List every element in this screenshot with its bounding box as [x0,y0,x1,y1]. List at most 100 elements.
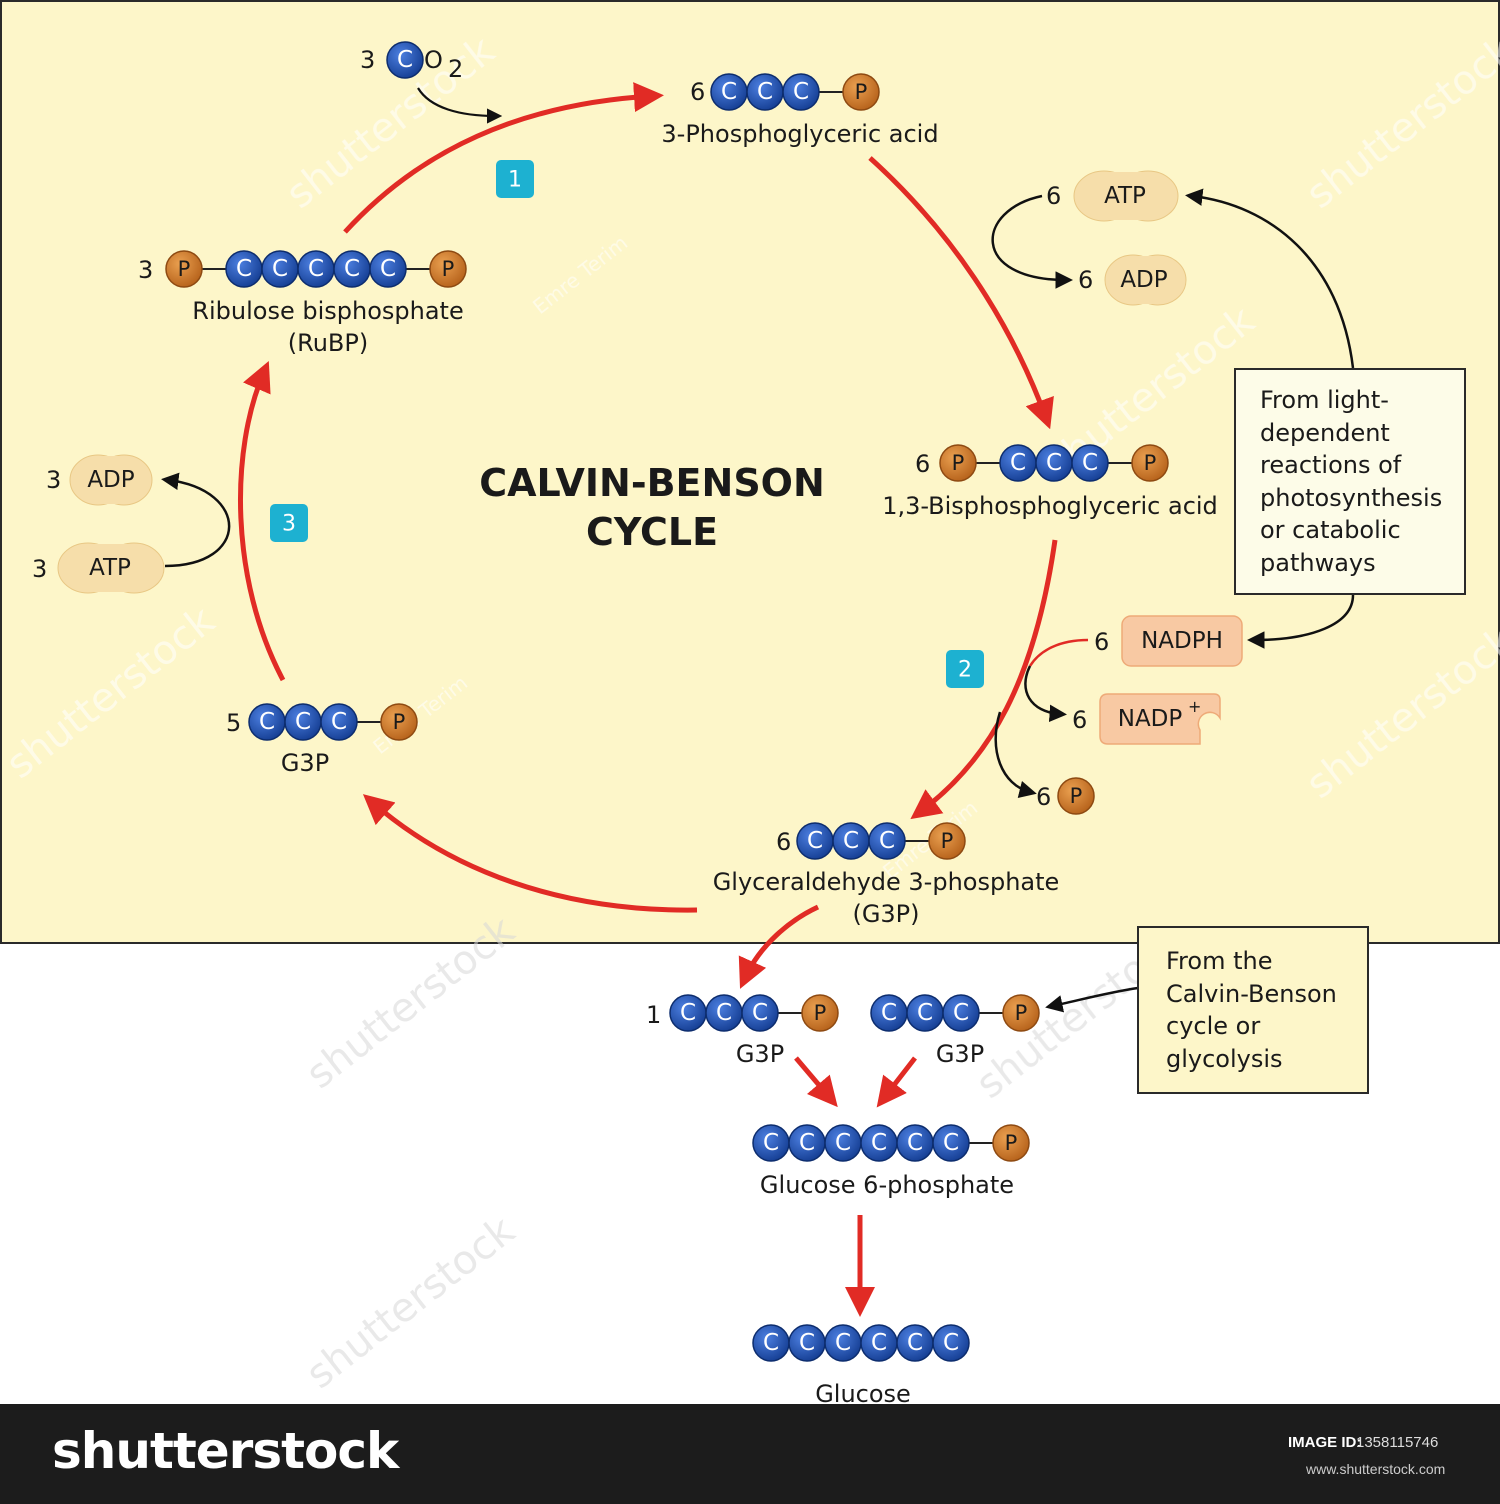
svg-text:NADP: NADP [1118,706,1183,732]
carbon-atom [369,250,407,288]
g3p-main-coefficient: 6 [776,828,791,856]
carbon-atom [782,73,820,111]
carbon-atom-label: C [721,79,737,105]
carbon-atom-label: C [799,1130,815,1156]
carbon-atom-label: C [835,1130,851,1156]
step-badge-3: 3 [270,504,308,542]
phosphate-label: P [442,257,455,281]
co2-input: 3 C O 2 [360,41,463,83]
carbon-atom [320,703,358,741]
carbon-atom [868,822,906,860]
bpga-label: 1,3-Bisphosphoglyceric acid [882,492,1218,520]
phosphate-group [1131,444,1169,482]
svg-text:reactions of: reactions of [1260,451,1402,479]
glucose-label: Glucose [815,1380,911,1408]
carbon-atom-label: C [757,79,773,105]
g3p-other-label: G3P [936,1040,984,1068]
arrow-g3p-output [738,904,820,989]
phosphate-group [992,1124,1030,1162]
pga-label: 3-Phosphoglyceric acid [661,120,938,148]
svg-text:6: 6 [1078,266,1093,294]
arrow-release-pi [994,711,1037,798]
phosphate-group [429,250,467,288]
svg-text:3: 3 [32,555,47,583]
carbon-atom-label: C [397,47,413,73]
nadp-plus: 6 NADP + [1072,693,1221,745]
carbon-atom-label: C [1046,450,1062,476]
footer-logo[interactable]: shutterstock [52,1422,399,1480]
phosphate-label: P [952,451,965,475]
carbon-atom-label: C [953,1000,969,1026]
g3p-main-label-line1: Glyceraldehyde 3-phosphate [713,868,1060,896]
arrow-co2-in [417,87,503,124]
carbon-atom [942,994,980,1032]
phosphate-label: P [1144,451,1157,475]
carbon-atom-label: C [1010,450,1026,476]
co2-coefficient: 3 [360,46,375,74]
footer-url[interactable]: www.shutterstock.com [1306,1461,1446,1477]
nadp-plus-sup: + [1188,697,1201,716]
phosphate-label: P [178,257,191,281]
cycle-title-line2: CYCLE [586,510,718,554]
image-id-label: IMAGE ID: [1288,1434,1362,1451]
svg-text:1: 1 [508,168,522,193]
arrow-g3p-to-g6p-left [794,1056,838,1108]
svg-text:2: 2 [958,658,972,683]
carbon-atom-label: C [344,256,360,282]
carbon-atom-label: C [871,1130,887,1156]
phosphate-label: P [393,710,406,734]
g3p-output-label: G3P [736,1040,784,1068]
carbon-atom-label: C [943,1330,959,1356]
carbon-atom-label: C [763,1330,779,1356]
phosphate-label: P [1015,1001,1028,1025]
nadph: 6 NADPH [1094,615,1243,667]
phosphate-group [165,250,203,288]
g3p-recycle-coefficient: 5 [226,709,241,737]
carbon-atom [1071,444,1109,482]
arrow-atp-to-adp-top [991,194,1073,289]
carbon-atom [386,41,424,79]
svg-text:From the: From the [1166,947,1272,975]
carbon-atom-label: C [881,1000,897,1026]
carbon-atom-label: C [716,1000,732,1026]
carbon-atom-label: C [807,828,823,854]
arrow-recycle-to-rubp [238,360,286,682]
rubp-coefficient: 3 [138,256,153,284]
carbon-atom-label: C [907,1330,923,1356]
svg-text:3: 3 [282,512,296,537]
g3p-main-label-line2: (G3P) [852,900,919,928]
svg-text:P: P [1070,784,1083,808]
footer-bar: shutterstock IMAGE ID: 1358115746 www.sh… [0,1404,1500,1504]
svg-text:glycolysis: glycolysis [1166,1045,1283,1073]
svg-text:From light-: From light- [1260,386,1389,414]
adp-top: 6 ADP [1078,254,1187,306]
phosphate-group [380,703,418,741]
adp-left: 3 ADP [46,454,153,506]
carbon-atom [932,1124,970,1162]
phosphate-group [928,822,966,860]
carbon-atom-label: C [943,1130,959,1156]
arrow-light-to-atp [1185,188,1355,369]
image-id-value: 1358115746 [1356,1434,1439,1451]
phosphate-label: P [1005,1131,1018,1155]
atp-top: 6 ATP [1046,170,1179,222]
phosphate-label: P [941,829,954,853]
svg-text:cycle or: cycle or [1166,1012,1260,1040]
carbon-atom-label: C [272,256,288,282]
box-calvin-or-glycolysis: From the Calvin-Benson cycle or glycolys… [1137,926,1369,1094]
carbon-atom-label: C [843,828,859,854]
arrow-light-to-nadph [1247,594,1355,649]
svg-text:ATP: ATP [1104,183,1146,209]
carbon-atom-label: C [380,256,396,282]
carbon-atom-label: C [835,1330,851,1356]
svg-text:NADPH: NADPH [1141,628,1223,654]
svg-text:3: 3 [46,466,61,494]
g3p-recycle-label: G3P [281,749,329,777]
cycle-title-line1: CALVIN-BENSON [479,461,825,505]
step-badge-1: 1 [496,160,534,198]
